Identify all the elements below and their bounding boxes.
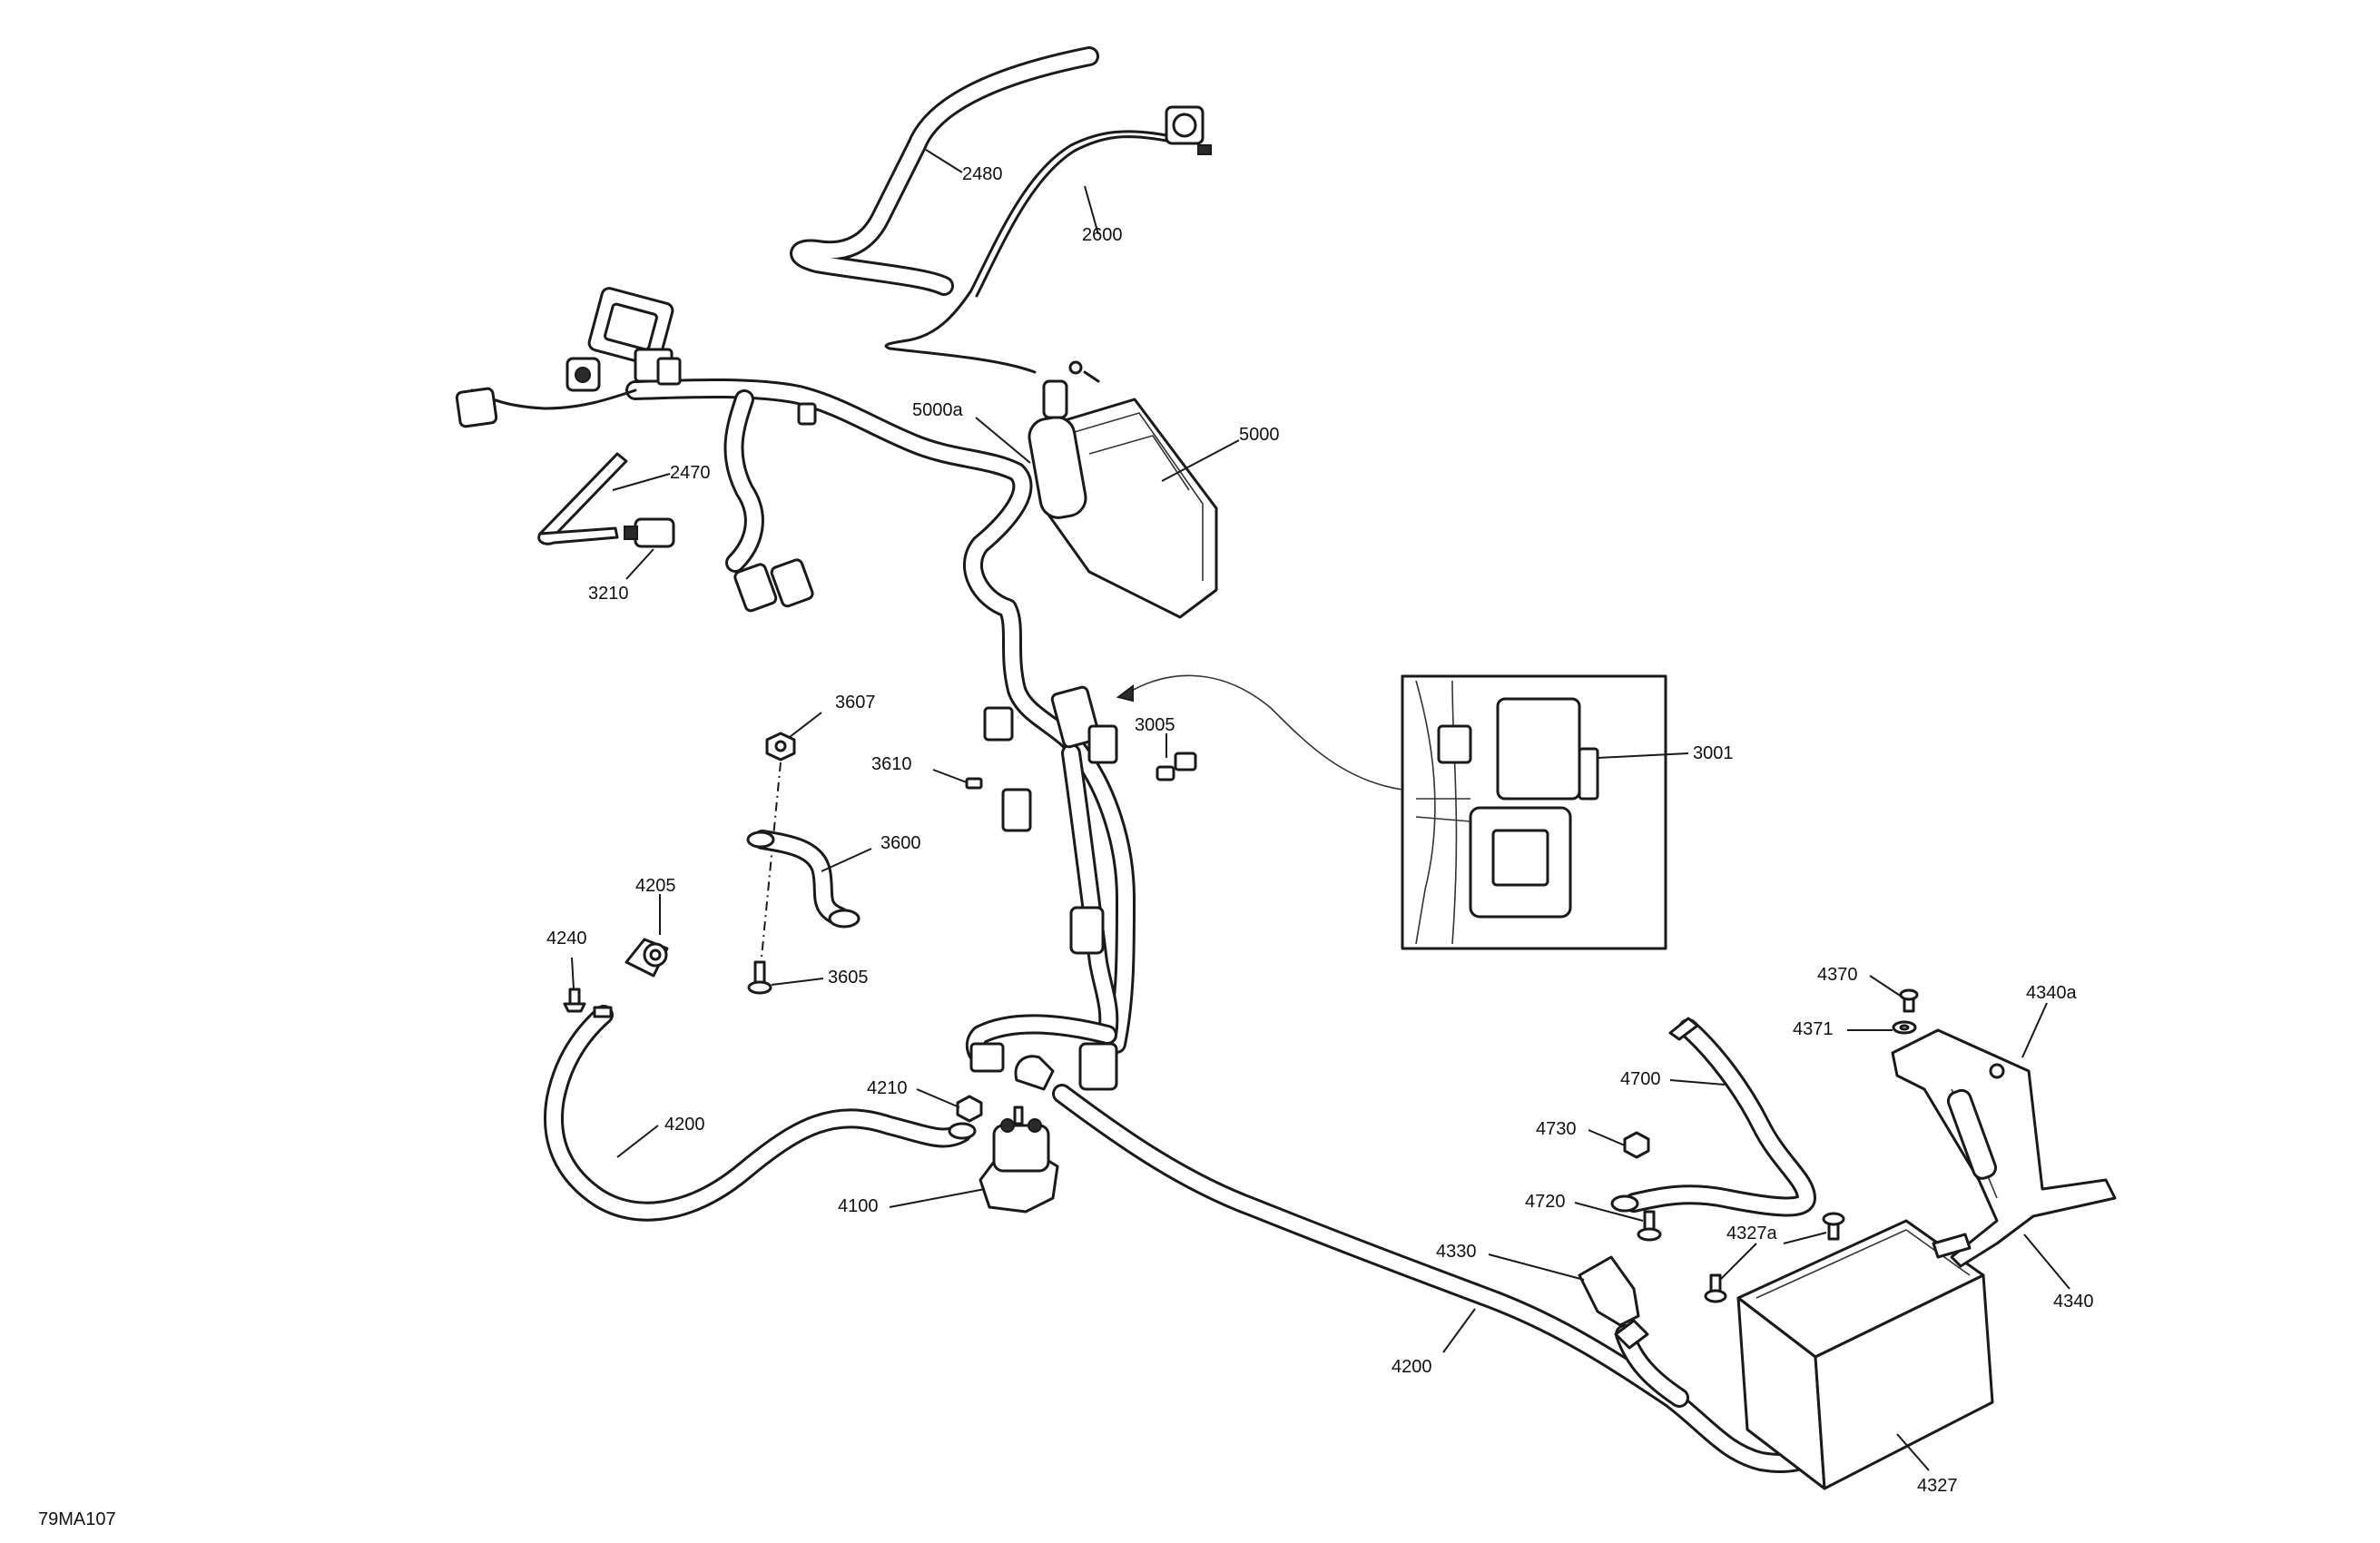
callout-3210: 3210 bbox=[588, 584, 629, 604]
part-4205-terminal bbox=[625, 938, 669, 978]
part-2480-tube bbox=[790, 46, 1099, 296]
callout-4210: 4210 bbox=[867, 1078, 908, 1098]
callout-3001: 3001 bbox=[1693, 743, 1734, 763]
part-4720-bolt bbox=[1637, 1210, 1662, 1242]
callout-4240: 4240 bbox=[546, 929, 587, 948]
callout-4730: 4730 bbox=[1536, 1119, 1577, 1139]
connector-group-center bbox=[965, 685, 1197, 1091]
part-4371-washer bbox=[1892, 1020, 1917, 1035]
callout-2470: 2470 bbox=[670, 463, 711, 483]
callout-2480: 2480 bbox=[962, 164, 1003, 184]
part-4370-screw bbox=[1899, 988, 1919, 1013]
callout-3607: 3607 bbox=[835, 693, 876, 713]
callout-4205: 4205 bbox=[635, 876, 676, 896]
part-3607-nut bbox=[765, 732, 796, 762]
callout-5000: 5000 bbox=[1239, 425, 1280, 445]
part-3600-strap bbox=[746, 830, 861, 929]
main-harness bbox=[470, 378, 1136, 1072]
callout-4720: 4720 bbox=[1525, 1192, 1566, 1212]
callout-3610: 3610 bbox=[871, 754, 912, 774]
part-4330-boot bbox=[1578, 1255, 1640, 1327]
part-4700-cable bbox=[1610, 1017, 1816, 1217]
callout-4200-left: 4200 bbox=[664, 1115, 705, 1135]
callout-4330: 4330 bbox=[1436, 1242, 1477, 1262]
connector-cluster-top bbox=[455, 287, 817, 428]
figure-reference: 79MA107 bbox=[38, 1509, 116, 1529]
part-4340-bracket bbox=[1891, 1028, 2117, 1268]
battery-cable-end bbox=[1614, 1319, 1689, 1408]
callout-4327a: 4327a bbox=[1726, 1224, 1777, 1243]
centerline-3600 bbox=[760, 762, 782, 968]
part-4200-cable-battery bbox=[1052, 1084, 1821, 1473]
part-4730-nut bbox=[1623, 1131, 1650, 1159]
terminal-cap bbox=[1014, 1055, 1055, 1091]
detail-view-3001 bbox=[1401, 674, 1667, 950]
callout-3600: 3600 bbox=[880, 833, 921, 853]
callout-4371: 4371 bbox=[1793, 1019, 1834, 1039]
part-4327a-screws bbox=[1704, 1212, 1845, 1303]
part-5000-ecm bbox=[1028, 360, 1218, 619]
callout-2600: 2600 bbox=[1082, 225, 1123, 245]
callout-3605: 3605 bbox=[828, 968, 869, 988]
callout-4327: 4327 bbox=[1917, 1476, 1958, 1496]
callout-4100: 4100 bbox=[838, 1196, 879, 1216]
part-4327-battery bbox=[1736, 1219, 1994, 1490]
callout-3005: 3005 bbox=[1135, 715, 1175, 735]
part-3210-sensor bbox=[624, 517, 675, 548]
callout-5000a: 5000a bbox=[912, 400, 963, 420]
part-4240-screw bbox=[563, 988, 586, 1013]
callout-4700: 4700 bbox=[1620, 1069, 1661, 1089]
callout-4340a: 4340a bbox=[2026, 983, 2077, 1003]
branch-connectors bbox=[733, 558, 814, 613]
leader-lines bbox=[571, 149, 2070, 1471]
part-3605-bolt bbox=[747, 960, 772, 995]
callout-4200-bottom: 4200 bbox=[1392, 1357, 1432, 1377]
part-2600-wire bbox=[884, 105, 1212, 374]
callout-4340: 4340 bbox=[2053, 1292, 2094, 1312]
part-4200-cable-left bbox=[544, 1005, 977, 1222]
part-2470-strap bbox=[537, 452, 628, 545]
part-4100-solenoid bbox=[979, 1106, 1059, 1214]
callout-4370: 4370 bbox=[1817, 965, 1858, 985]
part-4210-nut bbox=[956, 1095, 983, 1123]
